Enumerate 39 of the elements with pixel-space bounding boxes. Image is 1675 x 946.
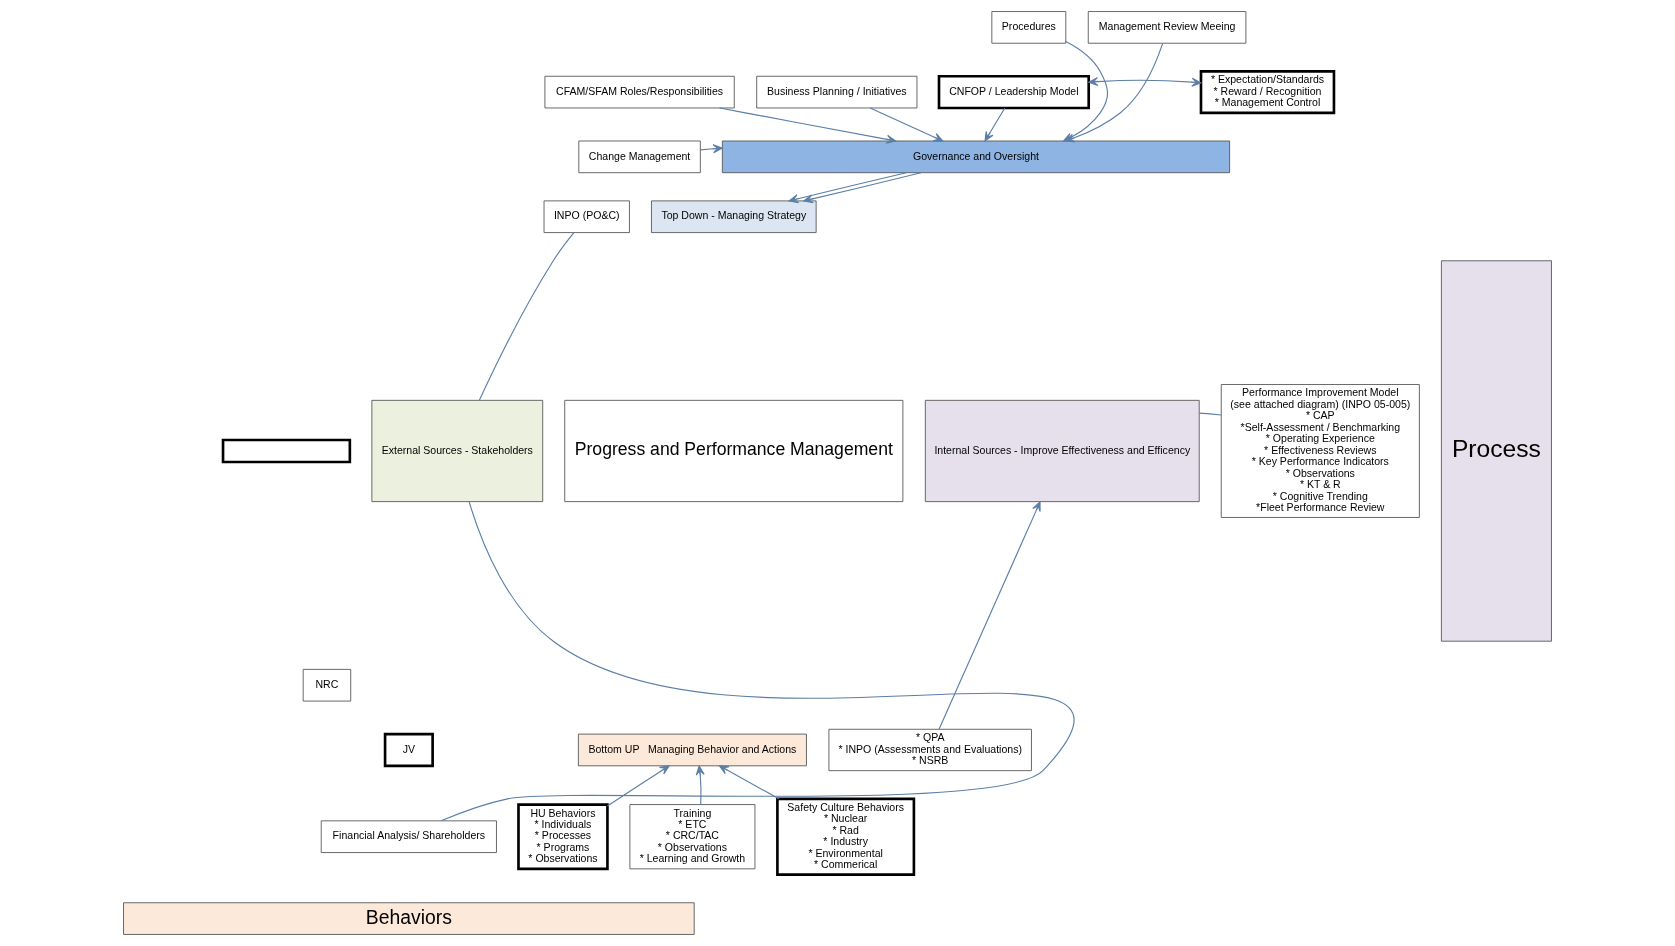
- arrow: [699, 144, 723, 154]
- arrow: [1088, 77, 1202, 87]
- node-box: Safety Culture Behaviors * Nuclear * Rad * Industry * Environmental * Commerical: [776, 797, 916, 876]
- arrow: [803, 172, 922, 204]
- node-box: JV: [383, 732, 434, 768]
- node-box: Internal Sources - Improve Effectiveness and Efficency: [924, 399, 1200, 503]
- node-box: Performance Improvement Model (see attached diagram) (INPO 05-005) * CAP *Self-Assessment / Benchmarking * Operating Experience * Effectiveness Reviews * Key Performance Indicators * Observations * KT & R * Cognitive Trending *Fleet Performance Review: [1220, 384, 1420, 518]
- node-box: [221, 438, 352, 464]
- node-box: Progress and Performance Management: [564, 399, 904, 503]
- arrow: [984, 107, 1006, 142]
- connector: [478, 232, 575, 401]
- node-box: NRC: [302, 668, 352, 702]
- arrow: [788, 172, 907, 204]
- node-box: CNFOP / Leadership Model: [937, 74, 1090, 110]
- node-box: Training * ETC * CRC/TAC * Observations * Learning and Growth: [629, 804, 756, 870]
- node-box: CFAM/SFAM Roles/Responsibilities: [544, 75, 735, 109]
- arrow: [938, 501, 1041, 730]
- node-box: Financial Analysis/ Shareholders: [320, 820, 497, 853]
- connector: [1198, 412, 1222, 416]
- node-box: External Sources - Stakeholders: [371, 399, 544, 503]
- node-box: Top Down - Managing Strategy: [651, 200, 817, 234]
- node-box: Business Planning / Initiatives: [756, 75, 918, 109]
- node-box: Bottom UP Managing Behavior and Actions: [577, 733, 807, 767]
- arrow: [695, 765, 705, 805]
- node-box: Process: [1440, 260, 1552, 642]
- node-box: HU Behaviors * Individuals * Processes * Programs * Observations: [517, 803, 609, 871]
- arrow: [718, 107, 897, 144]
- node-box: Management Review Meeing: [1087, 11, 1247, 44]
- arrow: [606, 765, 670, 807]
- node-box: Change Management: [578, 140, 701, 174]
- arrow: [718, 765, 780, 800]
- node-box: * QPA * INPO (Assessments and Evaluations) * NSRB: [828, 728, 1032, 772]
- node-box: Governance and Oversight: [721, 140, 1231, 174]
- node-box: Procedures: [991, 11, 1067, 44]
- node-box: INPO (PO&C): [543, 200, 630, 234]
- connector: [440, 501, 1074, 822]
- arrow: [869, 107, 944, 142]
- node-box: * Expectation/Standards * Reward / Recognition * Management Control: [1199, 70, 1336, 115]
- node-box: Behaviors: [123, 902, 695, 935]
